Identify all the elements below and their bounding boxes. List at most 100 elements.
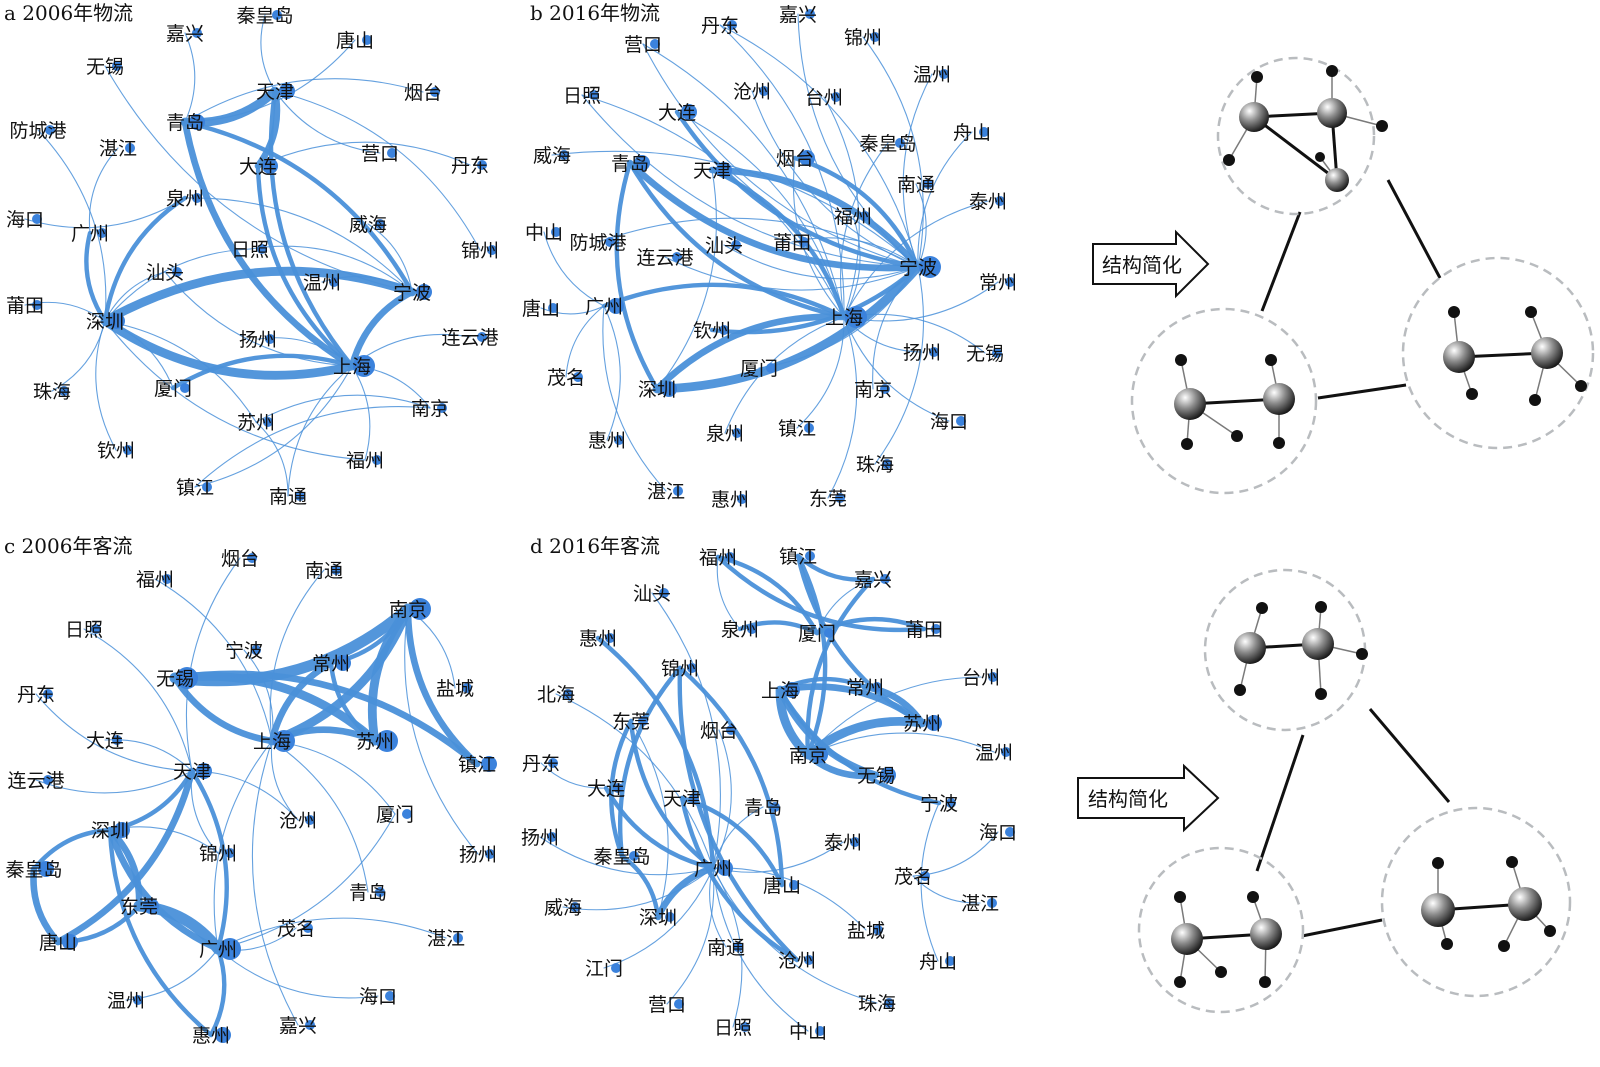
panel-a-2006-freight: 嘉兴秦皇岛唐山无锡天津烟台青岛防城港湛江营口大连丹东泉州海口广州威海日照锦州汕头… xyxy=(4,1,499,508)
network-edge xyxy=(287,365,353,497)
city-label: 中山 xyxy=(789,1021,827,1043)
city-label: 厦门 xyxy=(740,358,778,380)
city-node xyxy=(112,61,122,71)
city-node xyxy=(487,245,497,255)
simplify-diagram-top: 结构简化 xyxy=(1092,56,1595,495)
city-node xyxy=(219,938,241,960)
network-edge xyxy=(104,248,251,322)
city-node xyxy=(726,725,736,735)
city-label: 盐城 xyxy=(847,920,885,942)
city-node xyxy=(629,851,639,861)
city-label: 日照 xyxy=(65,619,103,641)
panel-d-title: d 2016年客流 xyxy=(530,534,660,558)
city-label: 厦门 xyxy=(798,623,836,645)
city-label: 沧州 xyxy=(279,810,317,832)
network-edge xyxy=(712,806,764,869)
city-label: 福州 xyxy=(136,569,174,591)
city-node xyxy=(717,860,733,876)
city-node xyxy=(481,756,497,772)
network-edge xyxy=(843,316,950,422)
network-edge xyxy=(88,147,119,234)
city-label: 锦州 xyxy=(844,27,882,49)
city-node xyxy=(548,758,558,768)
city-label: 南通 xyxy=(707,937,745,959)
city-label: 唐山 xyxy=(336,30,374,52)
cluster-link xyxy=(1260,211,1302,312)
city-node xyxy=(725,552,735,562)
simplify-arrow: 结构简化 xyxy=(1077,763,1220,833)
city-label: 舟山 xyxy=(919,951,957,973)
network-edge xyxy=(31,827,113,872)
city-label: 青岛 xyxy=(166,112,204,134)
network-edge xyxy=(348,288,416,370)
network-edge xyxy=(30,865,62,946)
network-edge xyxy=(792,155,921,270)
city-label: 连云港 xyxy=(441,327,498,349)
network-edge xyxy=(642,43,845,318)
city-node xyxy=(873,925,883,935)
city-label: 汕头 xyxy=(633,583,671,605)
city-label: 日照 xyxy=(563,85,601,107)
city-node xyxy=(613,783,623,793)
city-label: 惠州 xyxy=(588,430,626,452)
network-edge xyxy=(562,867,714,911)
city-node xyxy=(125,143,135,153)
city-label: 北海 xyxy=(537,684,575,706)
city-label: 沧州 xyxy=(778,950,816,972)
city-node xyxy=(719,325,729,335)
panel-b-2016-freight: 营口丹东嘉兴锦州温州日照沧州台州大连舟山威海秦皇岛青岛烟台天津南通泰州福州中山防… xyxy=(522,1,1017,511)
city-node xyxy=(192,28,202,38)
city-label: 防城港 xyxy=(9,120,66,142)
network-edge xyxy=(679,795,800,963)
network-edge xyxy=(839,142,889,318)
city-label: 宁波 xyxy=(920,793,958,815)
cluster-left xyxy=(1137,846,1305,1014)
city-node xyxy=(614,435,624,445)
network-edge xyxy=(676,111,845,318)
city-node xyxy=(1001,747,1011,757)
city-node xyxy=(477,332,487,342)
network-edge xyxy=(712,729,732,869)
city-node xyxy=(59,386,69,396)
city-node xyxy=(805,551,815,561)
city-node xyxy=(43,689,53,699)
city-label: 温州 xyxy=(975,742,1013,764)
city-node xyxy=(215,1027,231,1043)
city-label: 连云港 xyxy=(636,247,693,269)
city-node xyxy=(279,83,295,99)
city-label: 天津 xyxy=(256,81,294,103)
city-node xyxy=(1005,277,1015,287)
city-label: 南京 xyxy=(854,379,892,401)
network-edge xyxy=(106,826,143,910)
network-edge xyxy=(709,867,727,948)
network-edge xyxy=(807,732,995,756)
network-edge xyxy=(274,90,481,251)
network-edge xyxy=(795,553,925,726)
city-label: 上海 xyxy=(253,731,291,753)
network-edge xyxy=(652,262,923,394)
city-node xyxy=(133,995,143,1005)
network-edge xyxy=(874,266,925,465)
network-edge xyxy=(915,183,927,268)
city-label: 茂名 xyxy=(894,866,932,888)
city-label: 唐山 xyxy=(763,875,801,897)
network-edge xyxy=(664,256,919,291)
network-edge xyxy=(724,316,845,434)
city-label: 东莞 xyxy=(612,711,650,733)
network-edge xyxy=(626,159,922,272)
network-edge xyxy=(617,665,683,859)
city-node xyxy=(815,1026,825,1036)
city-node xyxy=(563,689,573,699)
city-node xyxy=(979,127,989,137)
city-label: 深圳 xyxy=(91,820,129,842)
city-node xyxy=(192,193,202,203)
city-node xyxy=(770,802,780,812)
city-label: 盐城 xyxy=(436,678,474,700)
city-label: 苏州 xyxy=(356,731,394,753)
city-label: 惠州 xyxy=(711,489,749,511)
city-label: 上海 xyxy=(761,680,799,702)
network-edge xyxy=(597,217,919,268)
city-node xyxy=(477,160,487,170)
city-node xyxy=(273,730,295,752)
city-node xyxy=(882,459,892,469)
